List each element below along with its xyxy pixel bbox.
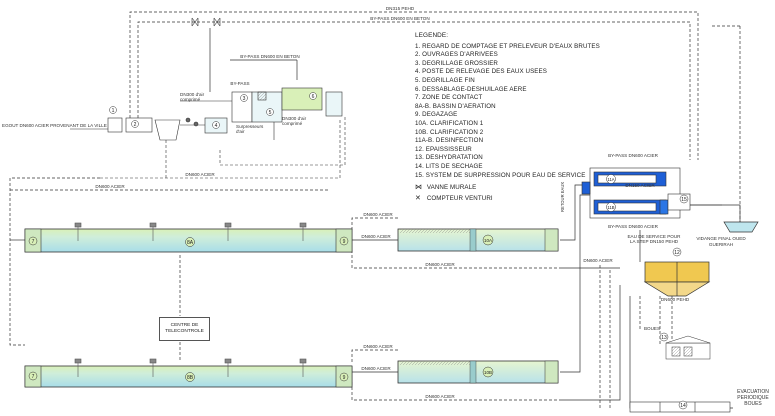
legend-symbol-venturi: ✕ COMPTEUR VENTURI bbox=[415, 195, 615, 204]
legend-item: 5. DEGRILLAGE FIN bbox=[415, 76, 475, 84]
legend-symbol-vanne: ⋈ VANNE MURALE bbox=[415, 184, 615, 193]
legend-item: 6. DESSABLAGE-DESHUILAGE AERE bbox=[415, 85, 527, 93]
legend-item: 4. POSTE DE RELEVAGE DES EAUX USEES bbox=[415, 68, 547, 76]
clarifier-10a bbox=[397, 228, 559, 252]
unit-10b-label: 10B bbox=[484, 370, 492, 375]
pipe-dn600-acier-9-label: DN600 ACIER bbox=[583, 258, 613, 263]
unit-14-label: 14 bbox=[680, 403, 686, 409]
pipe-bypass-small-label: BY-PASS bbox=[230, 81, 249, 86]
pipe-labels: DN315 PEHD BY-PASS DN600 EN BETON BY-PAS… bbox=[95, 6, 690, 399]
unit-9a-label: 9 bbox=[343, 239, 346, 245]
pipe-bypass-acier-a-label: BY-PASS DN600 ACIER bbox=[608, 153, 658, 158]
pipe-dn315-pehd-label: DN315 PEHD bbox=[386, 6, 415, 11]
legend-item: 10A. CLARIFICATION 1 bbox=[415, 119, 484, 127]
pipe-dn600-acier-8-label: DN600 ACIER bbox=[425, 394, 455, 399]
unit-13-label: 13 bbox=[661, 335, 667, 341]
unit-7a-label: 7 bbox=[32, 239, 35, 245]
vidange-final-label: VIDANGE FINAL OUED GUERIRAH bbox=[696, 236, 746, 247]
eau-de-service-label: EAU DE SERVICE POUR LA STEP DN150 PEHD bbox=[627, 234, 681, 244]
pipe-dn600-acier-4-label: DN600 ACIER bbox=[361, 234, 391, 239]
egout-label: EGOUT DN600 ACIER PROVENANT DE LA VILLE bbox=[2, 123, 107, 128]
pipe-bypass-beton-top-label: BY-PASS DN600 EN BETON bbox=[370, 16, 429, 21]
pipe-dn600-acier-7-label: DN600 ACIER bbox=[361, 366, 391, 371]
centre-de-telecontrole-box: CENTRE DE TELECONTROLE bbox=[159, 317, 210, 341]
pipe-dn600-acier-6-label: DN600 ACIER bbox=[363, 344, 393, 349]
vanne-murale-icon bbox=[191, 17, 221, 27]
legend-item: 3. DEGRILLAGE GROSSIER bbox=[415, 59, 499, 67]
pipe-boues-label: BOUES bbox=[644, 326, 660, 331]
final-outlet bbox=[723, 221, 759, 233]
legend-item: 13. DESHYDRATATION bbox=[415, 154, 483, 162]
unit-11b-label: 11B bbox=[607, 205, 614, 210]
dehydration-13 bbox=[665, 335, 711, 360]
unit-3-label: 3 bbox=[243, 96, 246, 102]
air-pipe-label-2: DN300 d'air comprimé bbox=[180, 92, 205, 102]
legend-item: 14. LITS DE SECHAGE bbox=[415, 162, 483, 170]
legend-item: 7. ZONE DE CONTACT bbox=[415, 94, 483, 102]
unit-15-label: 15 bbox=[681, 197, 687, 203]
legend: LEGENDE: 1. REGARD DE COMPTAGE ET PRELEV… bbox=[415, 32, 615, 203]
unit-12-label: 12 bbox=[674, 250, 680, 256]
legend-item: 1. REGARD DE COMPTAGE ET PRELEVEUR D'EAU… bbox=[415, 42, 600, 50]
unit-1-label: 1 bbox=[112, 108, 115, 114]
unit-10a-label: 10A bbox=[484, 238, 492, 243]
unit-9b-label: 9 bbox=[343, 375, 346, 381]
air-pipe-label-1: DN300 d'air comprimé bbox=[282, 116, 307, 126]
unit-6-label: 6 bbox=[312, 94, 315, 100]
unit-8a-label: 8A bbox=[187, 240, 194, 246]
unit-8b-label: 8B bbox=[187, 375, 194, 381]
pipe-dn600-pehd-label: DN600 PEHD bbox=[661, 297, 690, 302]
unit-5-label: 5 bbox=[269, 110, 272, 116]
pipe-dn600-acier-5-label: DN600 ACIER bbox=[425, 262, 455, 267]
unit-markers: 7 7 8A 8B 9 9 10A 10B 11A 11B 12 13 14 1… bbox=[28, 174, 689, 410]
pipe-bypass-acier-b-label: BY-PASS DN600 ACIER bbox=[608, 224, 658, 229]
top-bypass-lines bbox=[129, 11, 741, 230]
unit-7b-label: 7 bbox=[32, 374, 35, 380]
legend-item: 9. DEGAZAGE bbox=[415, 111, 458, 119]
legend-items: 1. REGARD DE COMPTAGE ET PRELEVEUR D'EAU… bbox=[415, 43, 615, 181]
legend-item: 12. EPAISSISSEUR bbox=[415, 145, 472, 153]
vanne-murale-label: VANNE MURALE bbox=[426, 184, 477, 192]
thickener-12 bbox=[643, 261, 711, 297]
vanne-murale-symbol-icon: ⋈ bbox=[415, 184, 423, 192]
retour-eaux-label: RETOUR EAUX bbox=[560, 181, 565, 212]
legend-item: 10B. CLARIFICATION 2 bbox=[415, 128, 484, 136]
evacuation-boues-label: EVACUATION PERIODIQUE BOUES bbox=[737, 389, 769, 407]
pipe-dn600-acier-1-label: DN600 ACIER bbox=[185, 172, 215, 177]
legend-title: LEGENDE: bbox=[415, 32, 449, 39]
clarifier-10b bbox=[397, 360, 559, 384]
legend-item: 8A-B. BASSIN D'AERATION bbox=[415, 102, 496, 110]
compteur-venturi-label: COMPTEUR VENTURI bbox=[426, 194, 493, 202]
unit-11a-label: 11A bbox=[607, 177, 614, 182]
pipe-dn150-acier-label: DN150 ACIER bbox=[625, 183, 655, 188]
pipe-dn600-acier-3-label: DN600 ACIER bbox=[363, 212, 393, 217]
surpresseur-label: Surpresseurs d'air bbox=[236, 124, 264, 134]
legend-item: 2. OUVRAGES D'ARRIVEES bbox=[415, 51, 498, 59]
legend-item: 11A-B. DESINFECTION bbox=[415, 137, 484, 145]
unit-2-label: 2 bbox=[134, 122, 137, 128]
pipe-dn600-acier-2-label: DN600 ACIER bbox=[95, 184, 125, 189]
unit-4-label: 4 bbox=[215, 123, 218, 129]
pipe-bypass-beton-mid-label: BY-PASS DN600 EN BETON bbox=[240, 54, 299, 59]
compteur-venturi-symbol-icon: ✕ bbox=[415, 194, 421, 202]
legend-item: 15. SYSTEM DE SURPRESSION POUR EAU DE SE… bbox=[415, 171, 586, 179]
pretreatment-unit-labels: 1 2 4 3 5 6 bbox=[109, 92, 317, 129]
